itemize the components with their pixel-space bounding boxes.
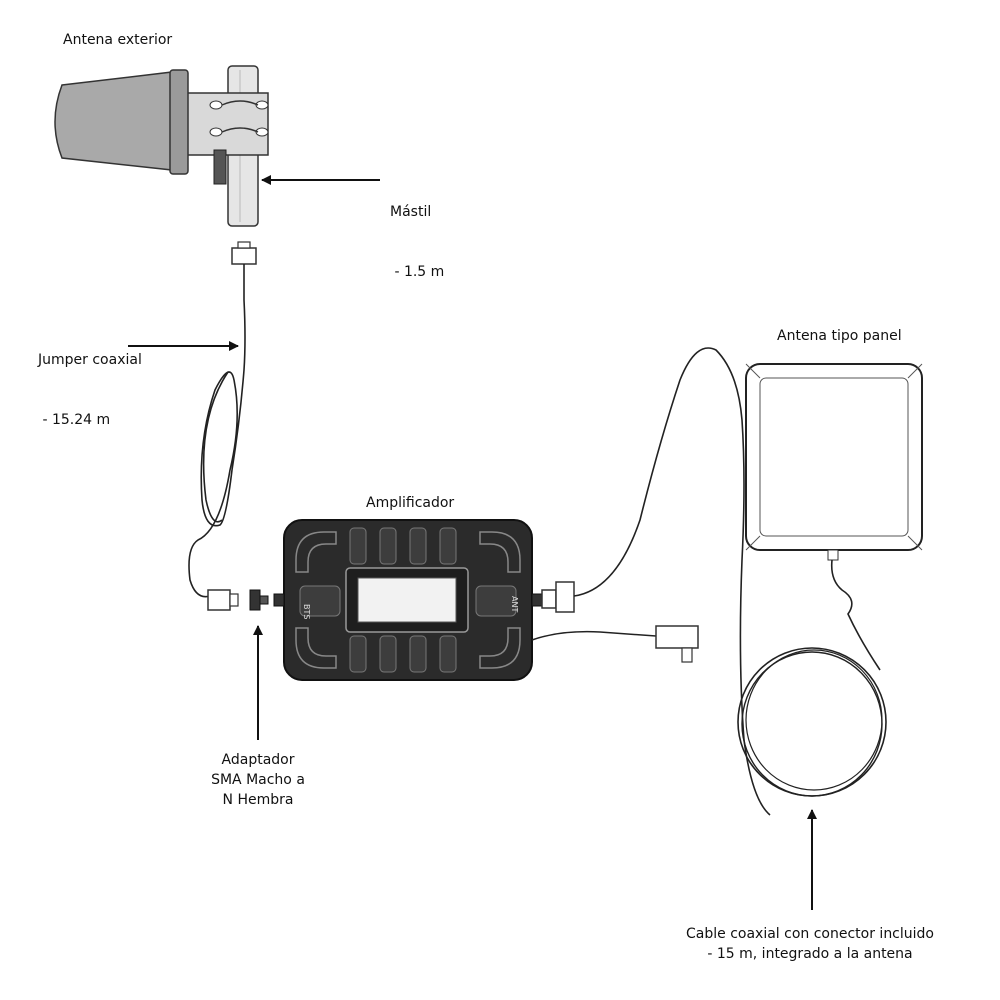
adapter-label-line1: Adaptador (221, 752, 295, 768)
jumper-label-line2: - 15.24 m (38, 412, 111, 428)
sma-n-adapter (249, 589, 269, 611)
adapter-label: Adaptador SMA Macho a N Hembra (188, 750, 328, 810)
jumper-coaxial-cable (188, 241, 257, 611)
outdoor-antenna (54, 65, 269, 227)
panel-antenna-label: Antena tipo panel (777, 328, 902, 344)
amplifier: BTS ANT (273, 519, 543, 681)
ant-connector (541, 581, 575, 613)
panel-coaxial-coil (737, 559, 887, 797)
power-supply (531, 625, 699, 663)
outdoor-antenna-label: Antena exterior (63, 32, 173, 48)
panel-link-cable (573, 347, 771, 816)
adapter-label-line2: SMA Macho a (211, 772, 305, 788)
antenna-body (54, 69, 189, 175)
jumper-label-line1: Jumper coaxial (38, 352, 142, 368)
cable-label: Cable coaxial con conector incluido - 15… (660, 924, 960, 964)
mast-label-line2: - 1.5 m (390, 264, 445, 280)
bts-port-label: BTS (302, 604, 311, 619)
amplifier-label: Amplificador (366, 495, 455, 511)
cable-label-line1: Cable coaxial con conector incluido (686, 926, 934, 942)
cable-label-line2: - 15 m, integrado a la antena (707, 946, 913, 962)
jumper-label: Jumper coaxial - 15.24 m (38, 310, 142, 450)
ant-port-label: ANT (510, 596, 519, 612)
mast-label-line1: Mástil (390, 204, 432, 220)
mast-label: Mástil - 1.5 m (390, 162, 444, 302)
adapter-label-line3: N Hembra (222, 792, 294, 808)
panel-antenna (745, 363, 923, 561)
